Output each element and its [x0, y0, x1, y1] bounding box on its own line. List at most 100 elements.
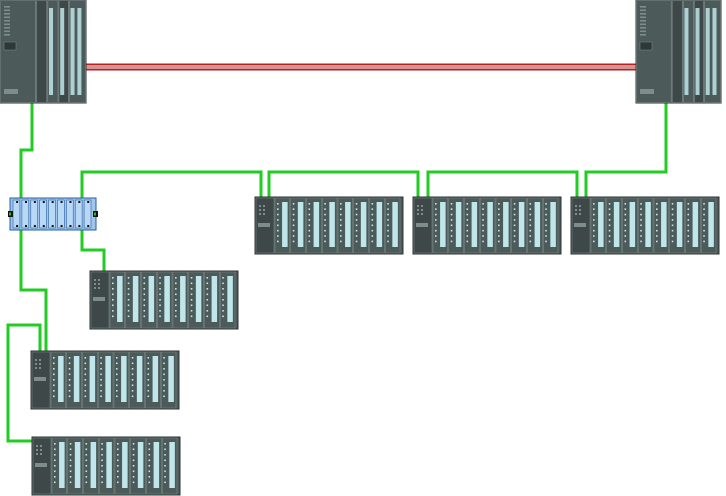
io-front-strip [59, 442, 65, 488]
io-front-strip [152, 356, 159, 402]
io-led [703, 229, 705, 232]
io-led [147, 384, 150, 387]
im-led [259, 213, 261, 215]
im-led [39, 363, 41, 365]
io-led [117, 470, 119, 473]
io-led [703, 219, 705, 221]
io-led [513, 208, 516, 210]
io-led [355, 203, 358, 205]
front-connector [695, 8, 700, 95]
io-led [69, 459, 72, 462]
io-led [687, 229, 690, 232]
y-link-terminal [60, 225, 63, 227]
io-led [703, 208, 705, 210]
io-led [159, 299, 161, 301]
io-led [53, 390, 55, 392]
io-led [498, 224, 500, 227]
io-led [101, 454, 103, 456]
im-led [36, 449, 38, 451]
io-led [101, 476, 103, 478]
io-led [159, 304, 161, 307]
io-led [116, 390, 118, 392]
io-led [53, 384, 55, 387]
io-led [450, 240, 453, 243]
et200m-ylink-1 [89, 270, 239, 330]
io-led [608, 213, 611, 216]
io-front-strip [180, 276, 186, 322]
io-led [112, 277, 114, 279]
io-led [466, 219, 469, 221]
io-led [529, 213, 532, 216]
module-label [640, 89, 654, 94]
io-front-strip [661, 202, 667, 247]
y-link-terminal [33, 201, 36, 203]
profibus-link [6, 323, 42, 443]
io-led [292, 208, 295, 210]
io-front-strip [471, 202, 478, 247]
io-led [355, 240, 358, 243]
io-led [435, 213, 437, 216]
im-led [575, 213, 577, 215]
io-led [147, 368, 150, 370]
io-led [159, 282, 161, 285]
io-led [687, 219, 690, 221]
io-led [68, 384, 71, 387]
io-led [148, 481, 151, 484]
io-led [387, 203, 389, 205]
io-led [466, 208, 469, 210]
io-led [608, 240, 611, 243]
front-connector [712, 8, 717, 95]
io-front-strip [148, 276, 155, 322]
io-led [513, 213, 516, 216]
io-led [116, 373, 118, 376]
io-led [112, 282, 114, 285]
io-led [498, 229, 500, 232]
io-led [131, 373, 134, 376]
io-led [147, 373, 150, 376]
io-led [703, 235, 705, 237]
io-led [84, 390, 87, 392]
io-led [671, 219, 674, 221]
io-led [69, 476, 72, 478]
io-led [116, 395, 118, 398]
io-led [127, 299, 130, 301]
profibus-link [80, 170, 263, 198]
io-led [175, 293, 177, 296]
io-front-strip [487, 202, 493, 247]
io-led [222, 299, 224, 301]
io-led [340, 235, 342, 237]
io-led [68, 379, 71, 381]
im-led [40, 445, 42, 447]
io-front-strip [89, 356, 96, 402]
io-led [84, 379, 87, 381]
io-led [222, 293, 224, 296]
io-led [387, 213, 389, 216]
status-led [4, 30, 10, 33]
io-led [163, 390, 165, 392]
io-front-strip [117, 276, 123, 322]
io-led [132, 454, 135, 456]
io-led [608, 224, 611, 227]
io-led [671, 213, 674, 216]
io-led [308, 224, 311, 227]
io-led [69, 443, 72, 445]
io-led [147, 357, 150, 359]
io-led [148, 465, 151, 467]
io-led [190, 310, 193, 312]
io-led [529, 208, 532, 210]
io-led [143, 299, 146, 301]
io-front-strip [121, 356, 127, 402]
io-led [640, 219, 642, 221]
rack-slot [636, 0, 672, 103]
io-led [277, 219, 279, 221]
io-led [127, 277, 130, 279]
io-front-strip [598, 202, 604, 247]
im-led [421, 205, 423, 207]
io-led [498, 208, 500, 210]
y-link-terminal [42, 225, 45, 227]
im-led [35, 367, 37, 369]
io-led [84, 384, 87, 387]
status-led [4, 20, 10, 22]
io-led [498, 213, 500, 216]
io-led [545, 229, 547, 232]
